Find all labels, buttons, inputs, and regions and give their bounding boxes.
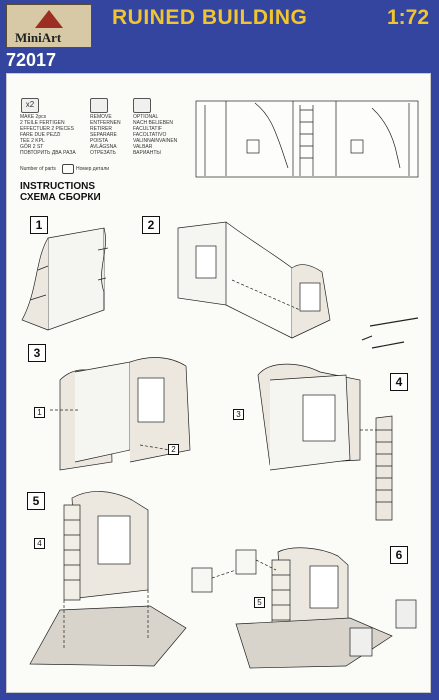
part-label-3: 3 [233, 409, 244, 420]
kit-number: 72017 [6, 50, 57, 70]
step-1-number: 1 [30, 216, 48, 234]
step-5-number: 5 [27, 492, 45, 510]
remove-icon [90, 98, 108, 113]
brand-name: MiniArt [15, 30, 62, 45]
part-label-4: 4 [34, 538, 45, 549]
part-label-5: 5 [254, 597, 265, 608]
step-5-drawing [29, 491, 187, 667]
part-label-2: 2 [168, 444, 179, 455]
parts-number-label: Number of parts [20, 166, 56, 172]
overview-diagram [195, 100, 419, 178]
step-1-drawing [21, 227, 109, 331]
step-3-drawing [50, 357, 191, 471]
step-6-drawing [191, 547, 417, 669]
step-4-drawing [257, 363, 393, 521]
kit-scale: 1:72 [386, 6, 429, 29]
parts-number-icon [62, 164, 74, 174]
miniart-logo: MiniArt [6, 4, 92, 48]
instructions-heading: INSTRUCTIONS СХЕМА СБОРКИ [20, 181, 101, 203]
parts-number-label-ru: Номер детали [76, 166, 110, 172]
step-4-number: 4 [390, 373, 408, 391]
step-2-drawing [177, 221, 419, 349]
step-3-number: 3 [28, 344, 46, 362]
kit-title: RUINED BUILDING [112, 6, 308, 29]
make-two-icon: x2 [21, 98, 39, 113]
part-label-1: 1 [34, 407, 45, 418]
step-6-number: 6 [390, 546, 408, 564]
optional-icon [133, 98, 151, 113]
step-2-number: 2 [142, 216, 160, 234]
